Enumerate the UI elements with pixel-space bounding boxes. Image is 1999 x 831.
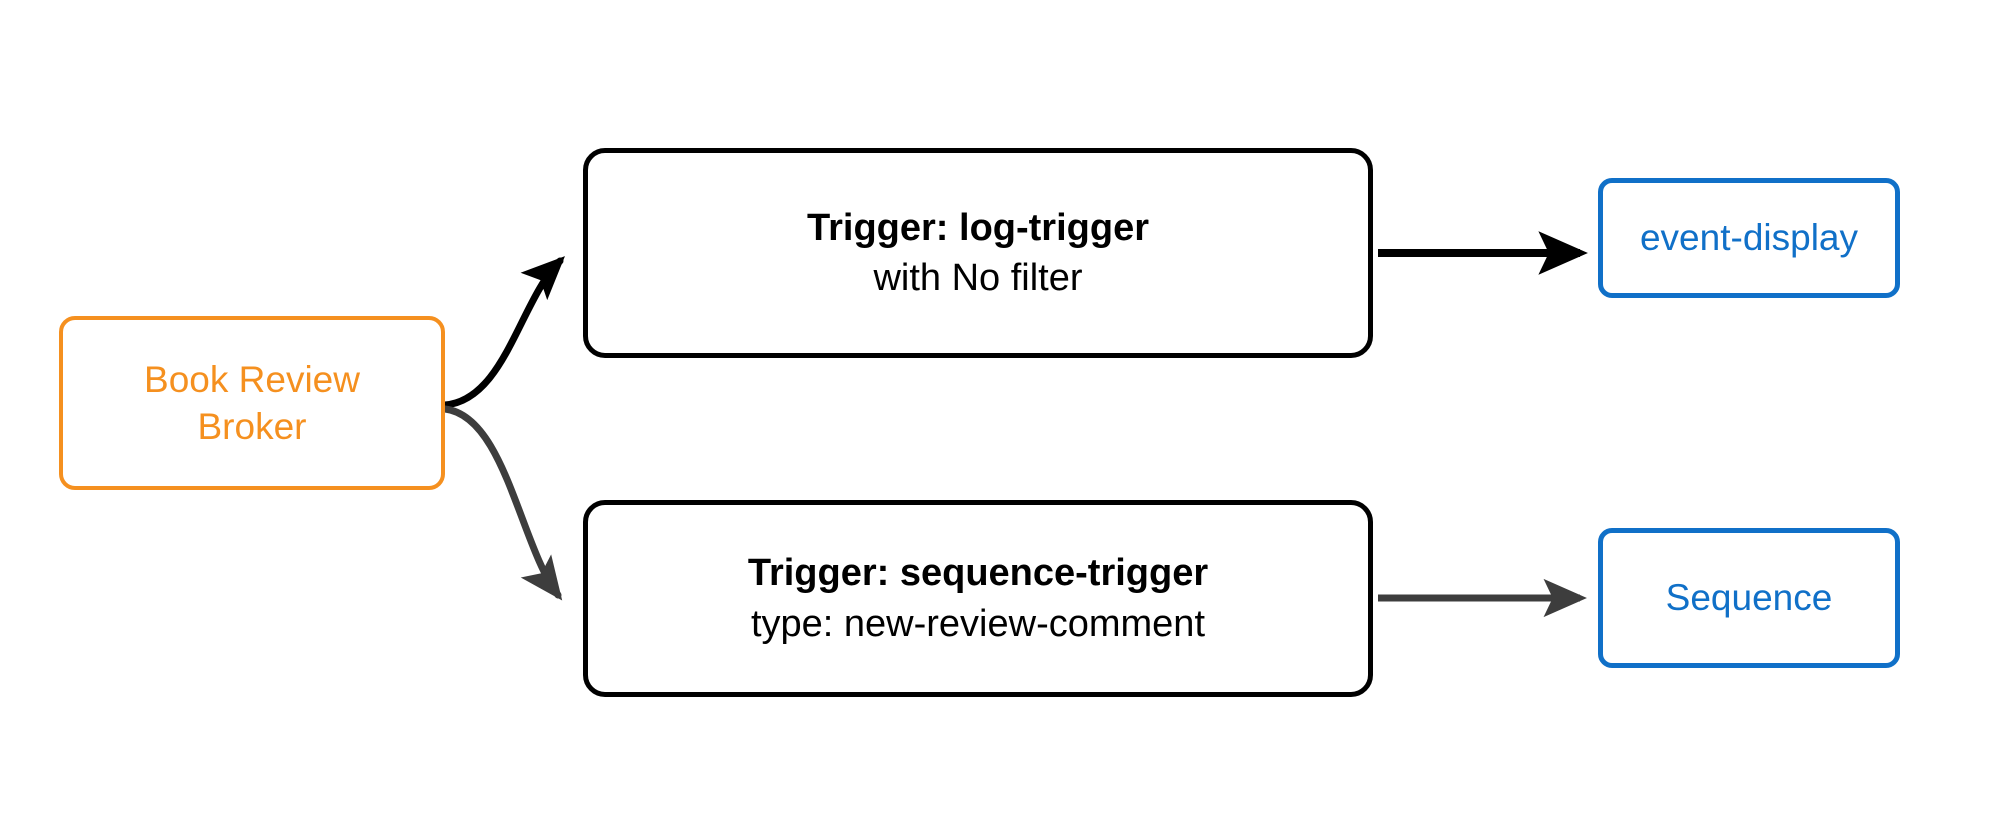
broker-label-line-2: Broker [197, 406, 307, 447]
sequence-trigger-subtitle: type: new-review-comment [750, 602, 1206, 645]
log-trigger-subtitle: with No filter [873, 257, 1083, 299]
broker-label-line-1: Book Review [144, 358, 360, 400]
edge-broker-to-sequence-trigger [441, 405, 563, 601]
log-trigger-title: Trigger: log-trigger [807, 206, 1149, 249]
edge-broker-to-log-trigger [441, 256, 565, 409]
node-log-trigger[interactable]: Trigger: log-trigger with No filter [583, 148, 1373, 358]
node-book-review-broker[interactable]: Book Review Broker [59, 316, 445, 490]
event-display-label: event-display [1639, 217, 1858, 258]
node-event-display[interactable]: event-display [1598, 178, 1900, 298]
node-sequence-trigger[interactable]: Trigger: sequence-trigger type: new-revi… [583, 500, 1373, 697]
sequence-label: Sequence [1665, 577, 1833, 618]
node-sequence[interactable]: Sequence [1598, 528, 1900, 668]
sequence-trigger-title: Trigger: sequence-trigger [747, 552, 1209, 595]
